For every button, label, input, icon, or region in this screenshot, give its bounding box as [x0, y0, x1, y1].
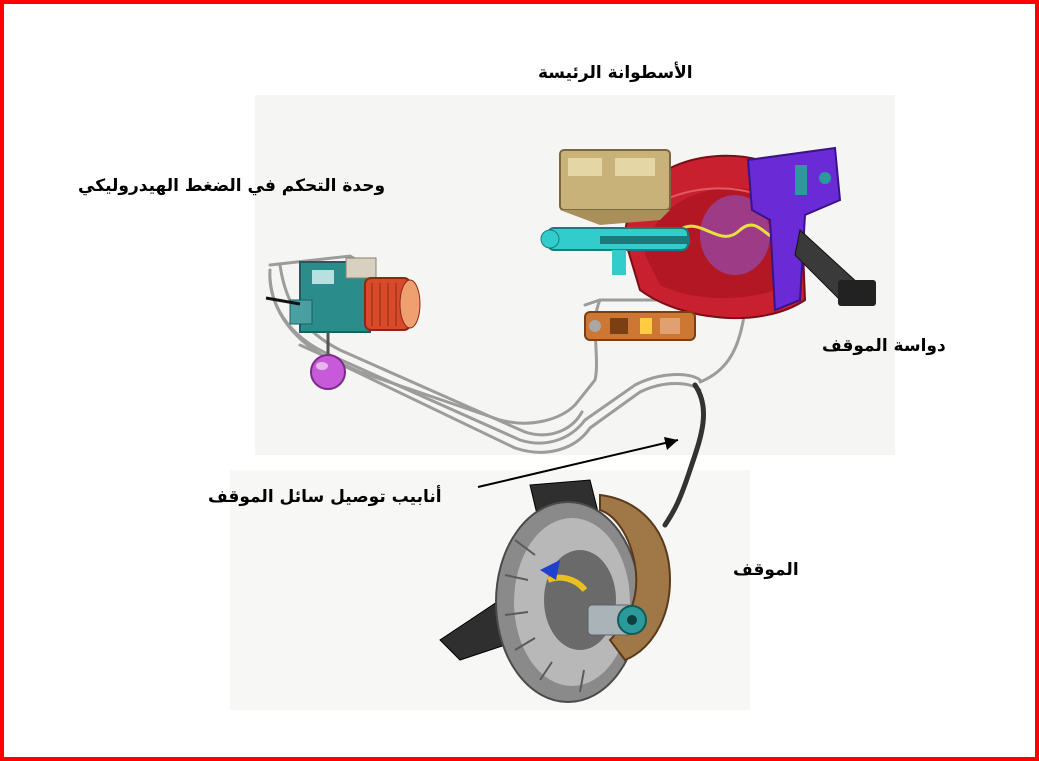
- label-master-cylinder: الأسطوانة الرئيسة: [538, 63, 693, 83]
- wheel-brake-assembly: [439, 479, 672, 703]
- brake-fluid-tubes: [268, 254, 792, 454]
- proportioning-valve: [584, 311, 696, 341]
- label-brake: الموقف: [733, 560, 799, 580]
- brake-pedal: [746, 146, 876, 312]
- label-hydraulic-control-unit: وحدة التحكم في الضغط الهيدروليكي: [78, 176, 386, 196]
- hydraulic-control-unit: [265, 257, 421, 390]
- label-brake-pedal: دواسة الموقف: [822, 336, 946, 356]
- tubes-pointer-line: [477, 439, 679, 488]
- flex-hose: [662, 382, 706, 528]
- label-brake-fluid-tubes: أنابيب توصيل سائل الموقف: [208, 487, 442, 507]
- master-cylinder: [540, 149, 690, 275]
- tubes-pointer-arrowhead: [664, 437, 678, 450]
